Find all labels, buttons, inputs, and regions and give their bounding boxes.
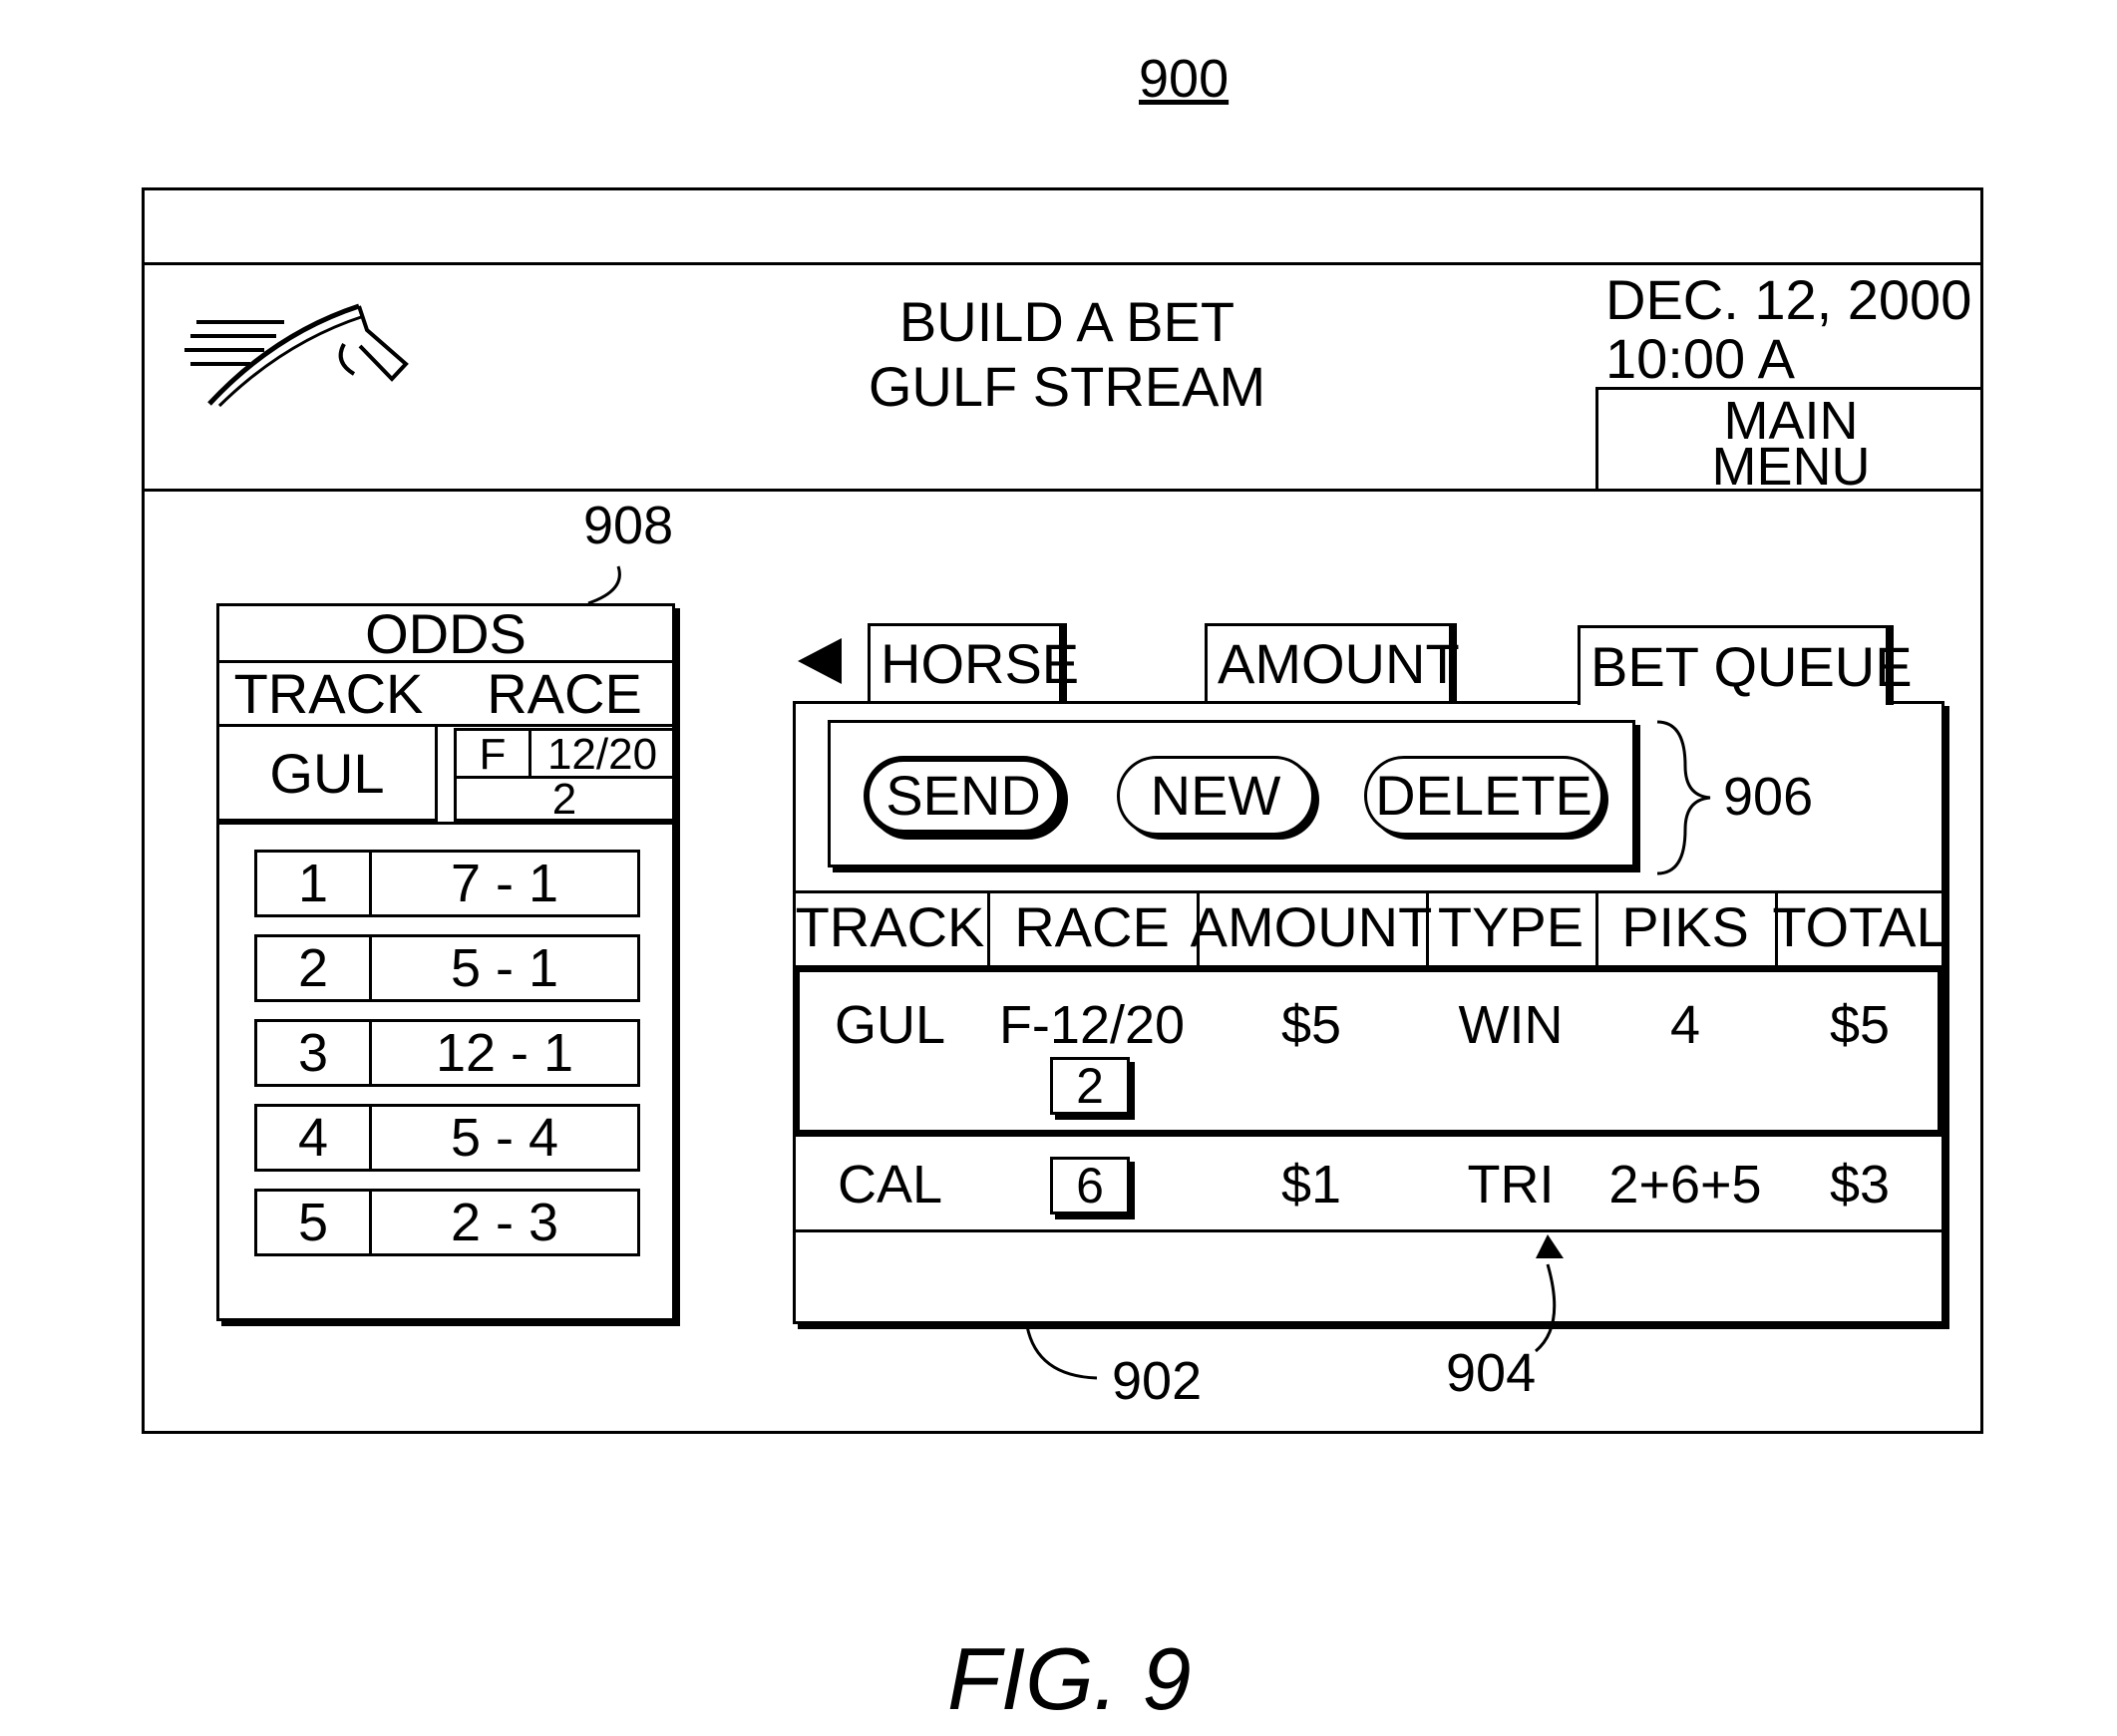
ref-label-904: 904 xyxy=(1446,1346,1536,1400)
ref-label-906: 906 xyxy=(1723,770,1813,824)
figure-caption: FIG. 9 xyxy=(947,1635,1192,1723)
ref-label-902: 902 xyxy=(1112,1354,1202,1408)
